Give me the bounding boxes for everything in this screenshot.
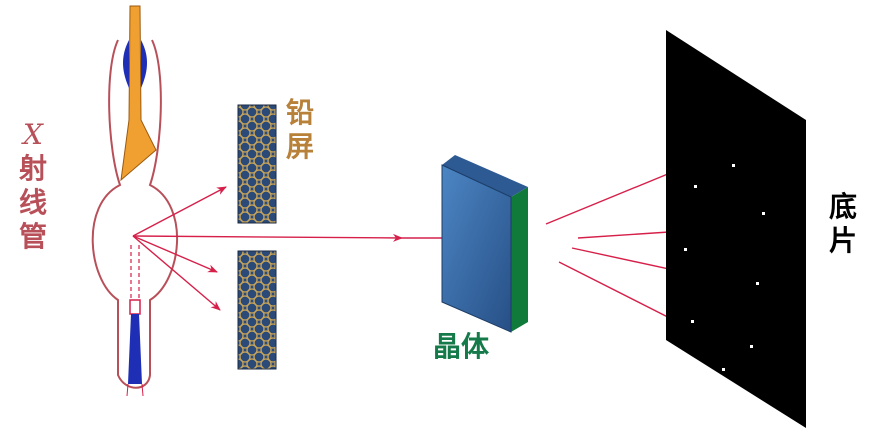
- lead-shield-upper: [237, 104, 277, 224]
- beam-down-2: [132, 235, 221, 311]
- spot: [722, 368, 725, 371]
- beam-up: [132, 186, 227, 237]
- spot: [732, 164, 735, 167]
- beam-main: [132, 233, 403, 242]
- anode-cup-left: [123, 40, 129, 88]
- xray-tube-label: X射线管: [18, 118, 47, 253]
- diffraction-spots: [684, 164, 765, 371]
- spot: [694, 185, 697, 188]
- xray-tube: [91, 5, 179, 397]
- xray-letter: X: [23, 118, 43, 151]
- crystal-label: 晶体: [433, 330, 490, 363]
- spot: [756, 282, 759, 285]
- anode-cup-right: [141, 40, 147, 88]
- tube-lead-left: [126, 383, 129, 397]
- crystal: [441, 155, 528, 333]
- cathode-electrode: [128, 314, 142, 384]
- tube-lead-right: [141, 383, 144, 397]
- crystal-top: [442, 155, 528, 197]
- film: [666, 30, 806, 428]
- spot: [691, 320, 694, 323]
- spot: [750, 345, 753, 348]
- beam-down-1: [132, 235, 218, 273]
- spot: [684, 248, 687, 251]
- film-label: 底片: [828, 190, 857, 257]
- spot: [762, 212, 765, 215]
- film-plate: [666, 30, 806, 428]
- incident-beams: [132, 186, 470, 311]
- anode-rod: [120, 5, 157, 182]
- tube-glass-outline: [91, 39, 179, 389]
- lead-shield: [237, 104, 277, 370]
- crystal-side: [511, 187, 528, 332]
- lead-shield-lower: [237, 250, 277, 370]
- cathode-cap: [129, 299, 141, 315]
- crystal-front: [441, 164, 512, 333]
- lead-shield-label: 铅屏: [285, 96, 314, 163]
